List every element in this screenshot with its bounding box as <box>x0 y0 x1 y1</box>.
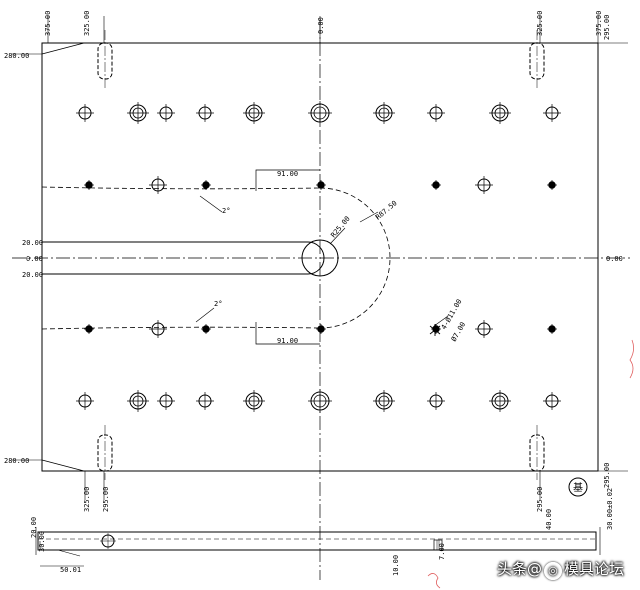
hole-note-2: Ø7.00 <box>450 321 467 343</box>
dim-top-375-right: 375.00 <box>595 11 603 36</box>
bolt-hole <box>308 101 332 125</box>
dim-left-20-b: 20.00 <box>22 271 43 279</box>
dim-top-325-right: 325.00 <box>536 11 544 36</box>
pin-hole <box>427 392 445 410</box>
dim-slot-lower: 91.00 <box>277 337 298 345</box>
pin-hole <box>157 104 175 122</box>
bolt-hole <box>127 390 149 412</box>
pin-hole <box>76 392 94 410</box>
screw-mark <box>201 180 211 190</box>
r87-arc <box>319 187 391 329</box>
pin-hole <box>196 392 214 410</box>
dim-top-375-left: 375.00 <box>44 11 52 36</box>
dim-angle-upper: 2° <box>222 207 230 215</box>
center-slot <box>42 241 325 275</box>
pin-hole <box>543 392 561 410</box>
bolt-hole <box>489 390 511 412</box>
holes-layer <box>76 101 561 413</box>
screw-mark <box>547 324 557 334</box>
dash-curve-upper <box>41 186 321 190</box>
dim-left-280-top: 280.00 <box>4 52 29 60</box>
dim-top-0: 0.00 <box>317 17 325 34</box>
dim-left-0: 0.00 <box>26 255 43 263</box>
dim-right-0: 0.00 <box>606 255 623 263</box>
dim-slot-upper: 91.00 <box>277 170 298 178</box>
dim-top-325-left: 325.00 <box>83 11 91 36</box>
dim-right-295-bottom: 295.00 <box>603 463 611 488</box>
slot-dim-lower <box>255 322 320 345</box>
pin-hole <box>76 104 94 122</box>
watermark-name: 模具论坛 <box>563 560 624 578</box>
bolt-hole <box>489 102 511 124</box>
pin-hole <box>149 320 167 338</box>
side-dim-30: 30.00 <box>38 531 46 552</box>
screw-mark <box>316 180 326 190</box>
watermark: 头条@◎模具论坛 <box>497 558 624 580</box>
dim-angle-lower: 2° <box>214 300 222 308</box>
bolt-hole <box>243 102 265 124</box>
pin-hole <box>427 104 445 122</box>
pin-hole <box>196 104 214 122</box>
bolt-hole <box>308 389 332 413</box>
bolt-hole <box>243 390 265 412</box>
datum-stamp-text: 基 <box>573 481 583 494</box>
dim-r87: R87.50 <box>374 199 399 221</box>
ejector-mark <box>429 324 441 336</box>
side-dim-30-tol: 30.00±0.02 <box>606 488 614 530</box>
pin-hole <box>475 176 493 194</box>
side-dim-50: 50.01 <box>60 566 81 574</box>
dim-r25: R25.00 <box>329 215 351 240</box>
bolt-hole <box>373 390 395 412</box>
chamfer-bottom-left <box>41 459 85 472</box>
side-view-outline <box>37 531 597 551</box>
dim-bot-295-left: 295.00 <box>102 487 110 512</box>
screw-mark <box>547 180 557 190</box>
bolt-hole <box>373 102 395 124</box>
bolt-hole <box>127 102 149 124</box>
side-dim-40: 40.00 <box>545 509 553 530</box>
watermark-at: @ <box>526 560 542 578</box>
pin-hole <box>149 176 167 194</box>
side-dim-20: 20.00 <box>30 517 38 538</box>
chamfer-top-left <box>41 42 85 55</box>
dim-bot-325-left: 325.00 <box>83 487 91 512</box>
pin-hole <box>543 104 561 122</box>
center-bore <box>301 239 339 277</box>
dim-left-280-bottom: 280.00 <box>4 457 29 465</box>
dash-curve-lower <box>41 326 321 330</box>
screw-mark <box>84 324 94 334</box>
screw-mark <box>201 324 211 334</box>
dim-bot-295-right: 295.00 <box>536 487 544 512</box>
slot-dim-upper <box>255 169 320 191</box>
screw-mark <box>431 180 441 190</box>
dim-right-295-top: 295.00 <box>603 15 611 40</box>
red-marks <box>427 339 634 589</box>
side-dim-7: 7.00 <box>438 543 446 560</box>
screw-mark <box>316 324 326 334</box>
pin-hole <box>475 320 493 338</box>
side-dim-10: 10.00 <box>392 555 400 576</box>
watermark-prefix: 头条 <box>496 560 527 578</box>
datum-stamp: 基 <box>568 477 588 497</box>
screw-mark <box>84 180 94 190</box>
dim-left-20-a: 20.00 <box>22 239 43 247</box>
pin-hole <box>157 392 175 410</box>
forum-logo-icon: ◎ <box>543 562 562 580</box>
